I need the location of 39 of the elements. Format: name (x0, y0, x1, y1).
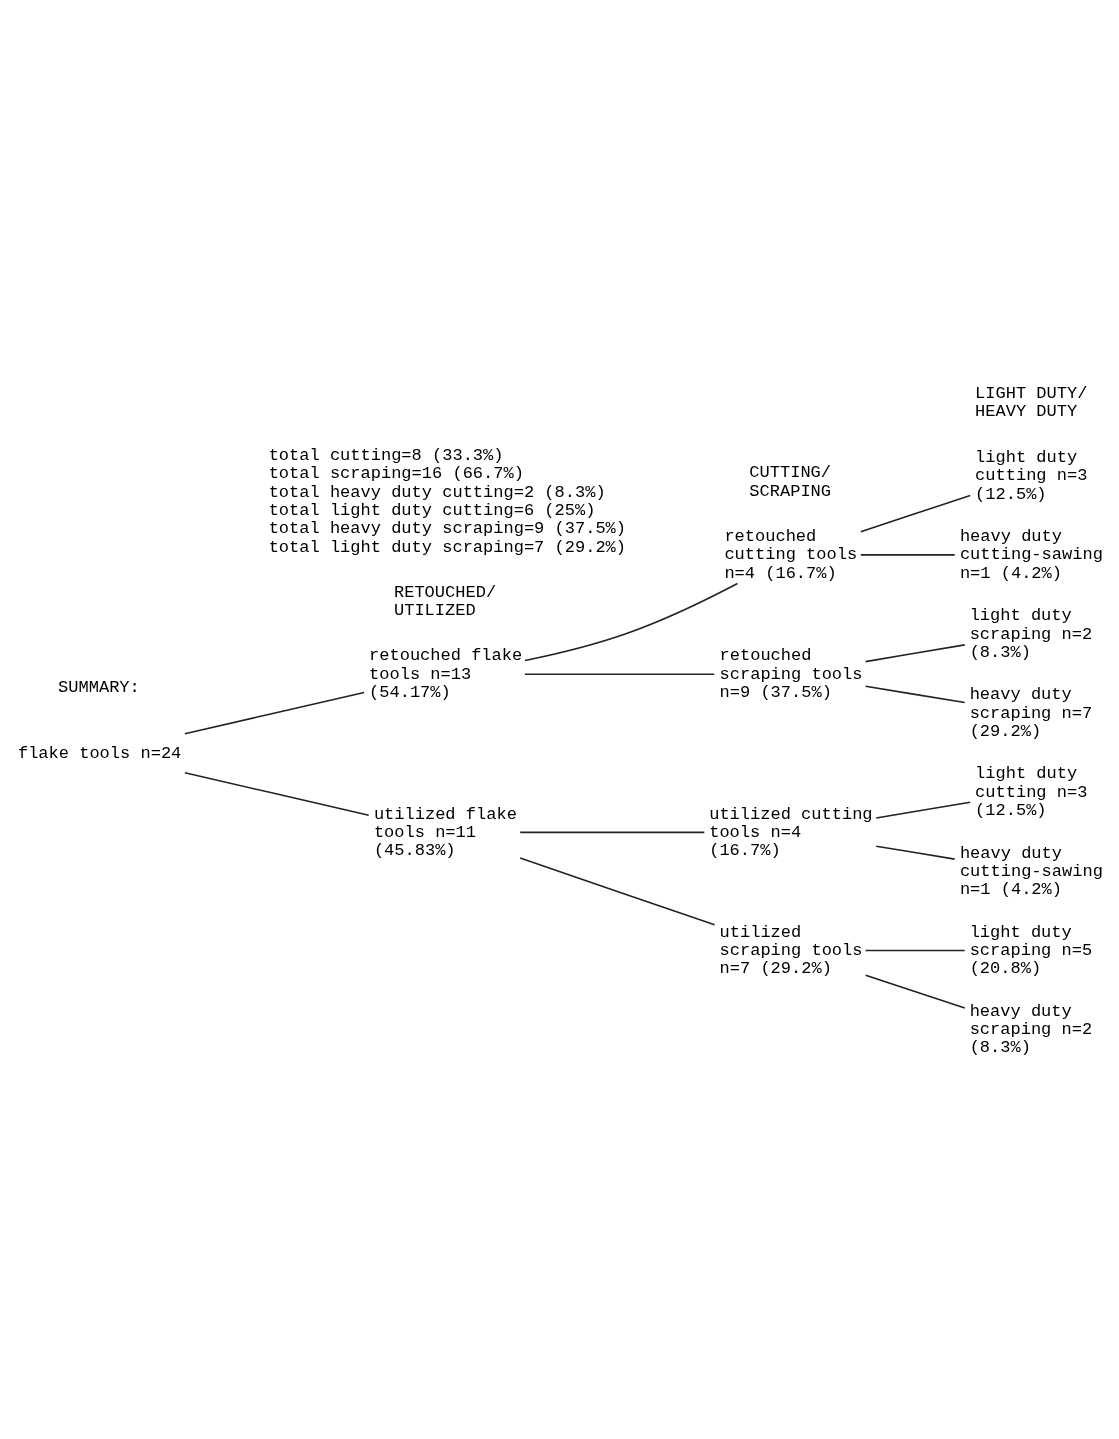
node-text: light duty cutting n=3 (12.5%) (975, 764, 1088, 820)
node-text: retouched scraping tools n=9 (37.5%) (719, 646, 863, 702)
label: total scraping=16 (66.7%) (268, 464, 524, 484)
connector (184, 691, 365, 735)
connector (864, 974, 966, 1009)
node-text: utilized scraping tools n=7 (29.2%) (719, 922, 863, 979)
connector (524, 582, 739, 662)
label: CUTTING/ SCRAPING (749, 463, 832, 501)
label: total cutting=8 (33.3%) (268, 446, 504, 466)
node-text: flake tools n=24 (17, 743, 182, 763)
connector (519, 857, 716, 926)
node-text: heavy duty cutting-sawing n=1 (4.2%) (959, 843, 1103, 900)
label: RETOUCHED/ UTILIZED (393, 582, 497, 620)
node-text: light duty cutting n=3 (12.5%) (975, 448, 1088, 504)
node-text: heavy duty cutting-sawing n=1 (4.2%) (959, 527, 1103, 583)
connector (864, 644, 966, 663)
node-text: retouched flake tools n=13 (54.17%) (369, 646, 523, 702)
label: total light duty scraping=7 (29.2%) (268, 537, 627, 557)
connector (519, 831, 706, 834)
label: total heavy duty cutting=2 (8.3%) (268, 482, 606, 502)
label: total heavy duty scraping=9 (37.5%) (268, 519, 627, 539)
connector (864, 949, 966, 952)
node-text: heavy duty scraping n=2 (8.3%) (969, 1001, 1093, 1058)
connector (875, 845, 956, 860)
node-text: light duty scraping n=2 (8.3%) (969, 606, 1093, 662)
node-text: retouched cutting tools n=4 (16.7%) (724, 527, 858, 583)
node-text: heavy duty scraping n=7 (29.2%) (969, 685, 1093, 741)
connector (524, 673, 716, 675)
node-text: utilized flake tools n=11 (45.83%) (373, 804, 517, 861)
connector (184, 772, 370, 816)
connector (860, 494, 971, 533)
node-text: utilized cutting tools n=4 (16.7%) (709, 804, 873, 861)
node-text: light duty scraping n=5 (20.8%) (969, 922, 1093, 979)
label: total light duty cutting=6 (25%) (268, 500, 596, 520)
connector (864, 685, 966, 704)
connector (860, 554, 956, 556)
label: LIGHT DUTY/ HEAVY DUTY (975, 384, 1088, 422)
connector (875, 801, 971, 819)
label: SUMMARY: (58, 678, 140, 698)
